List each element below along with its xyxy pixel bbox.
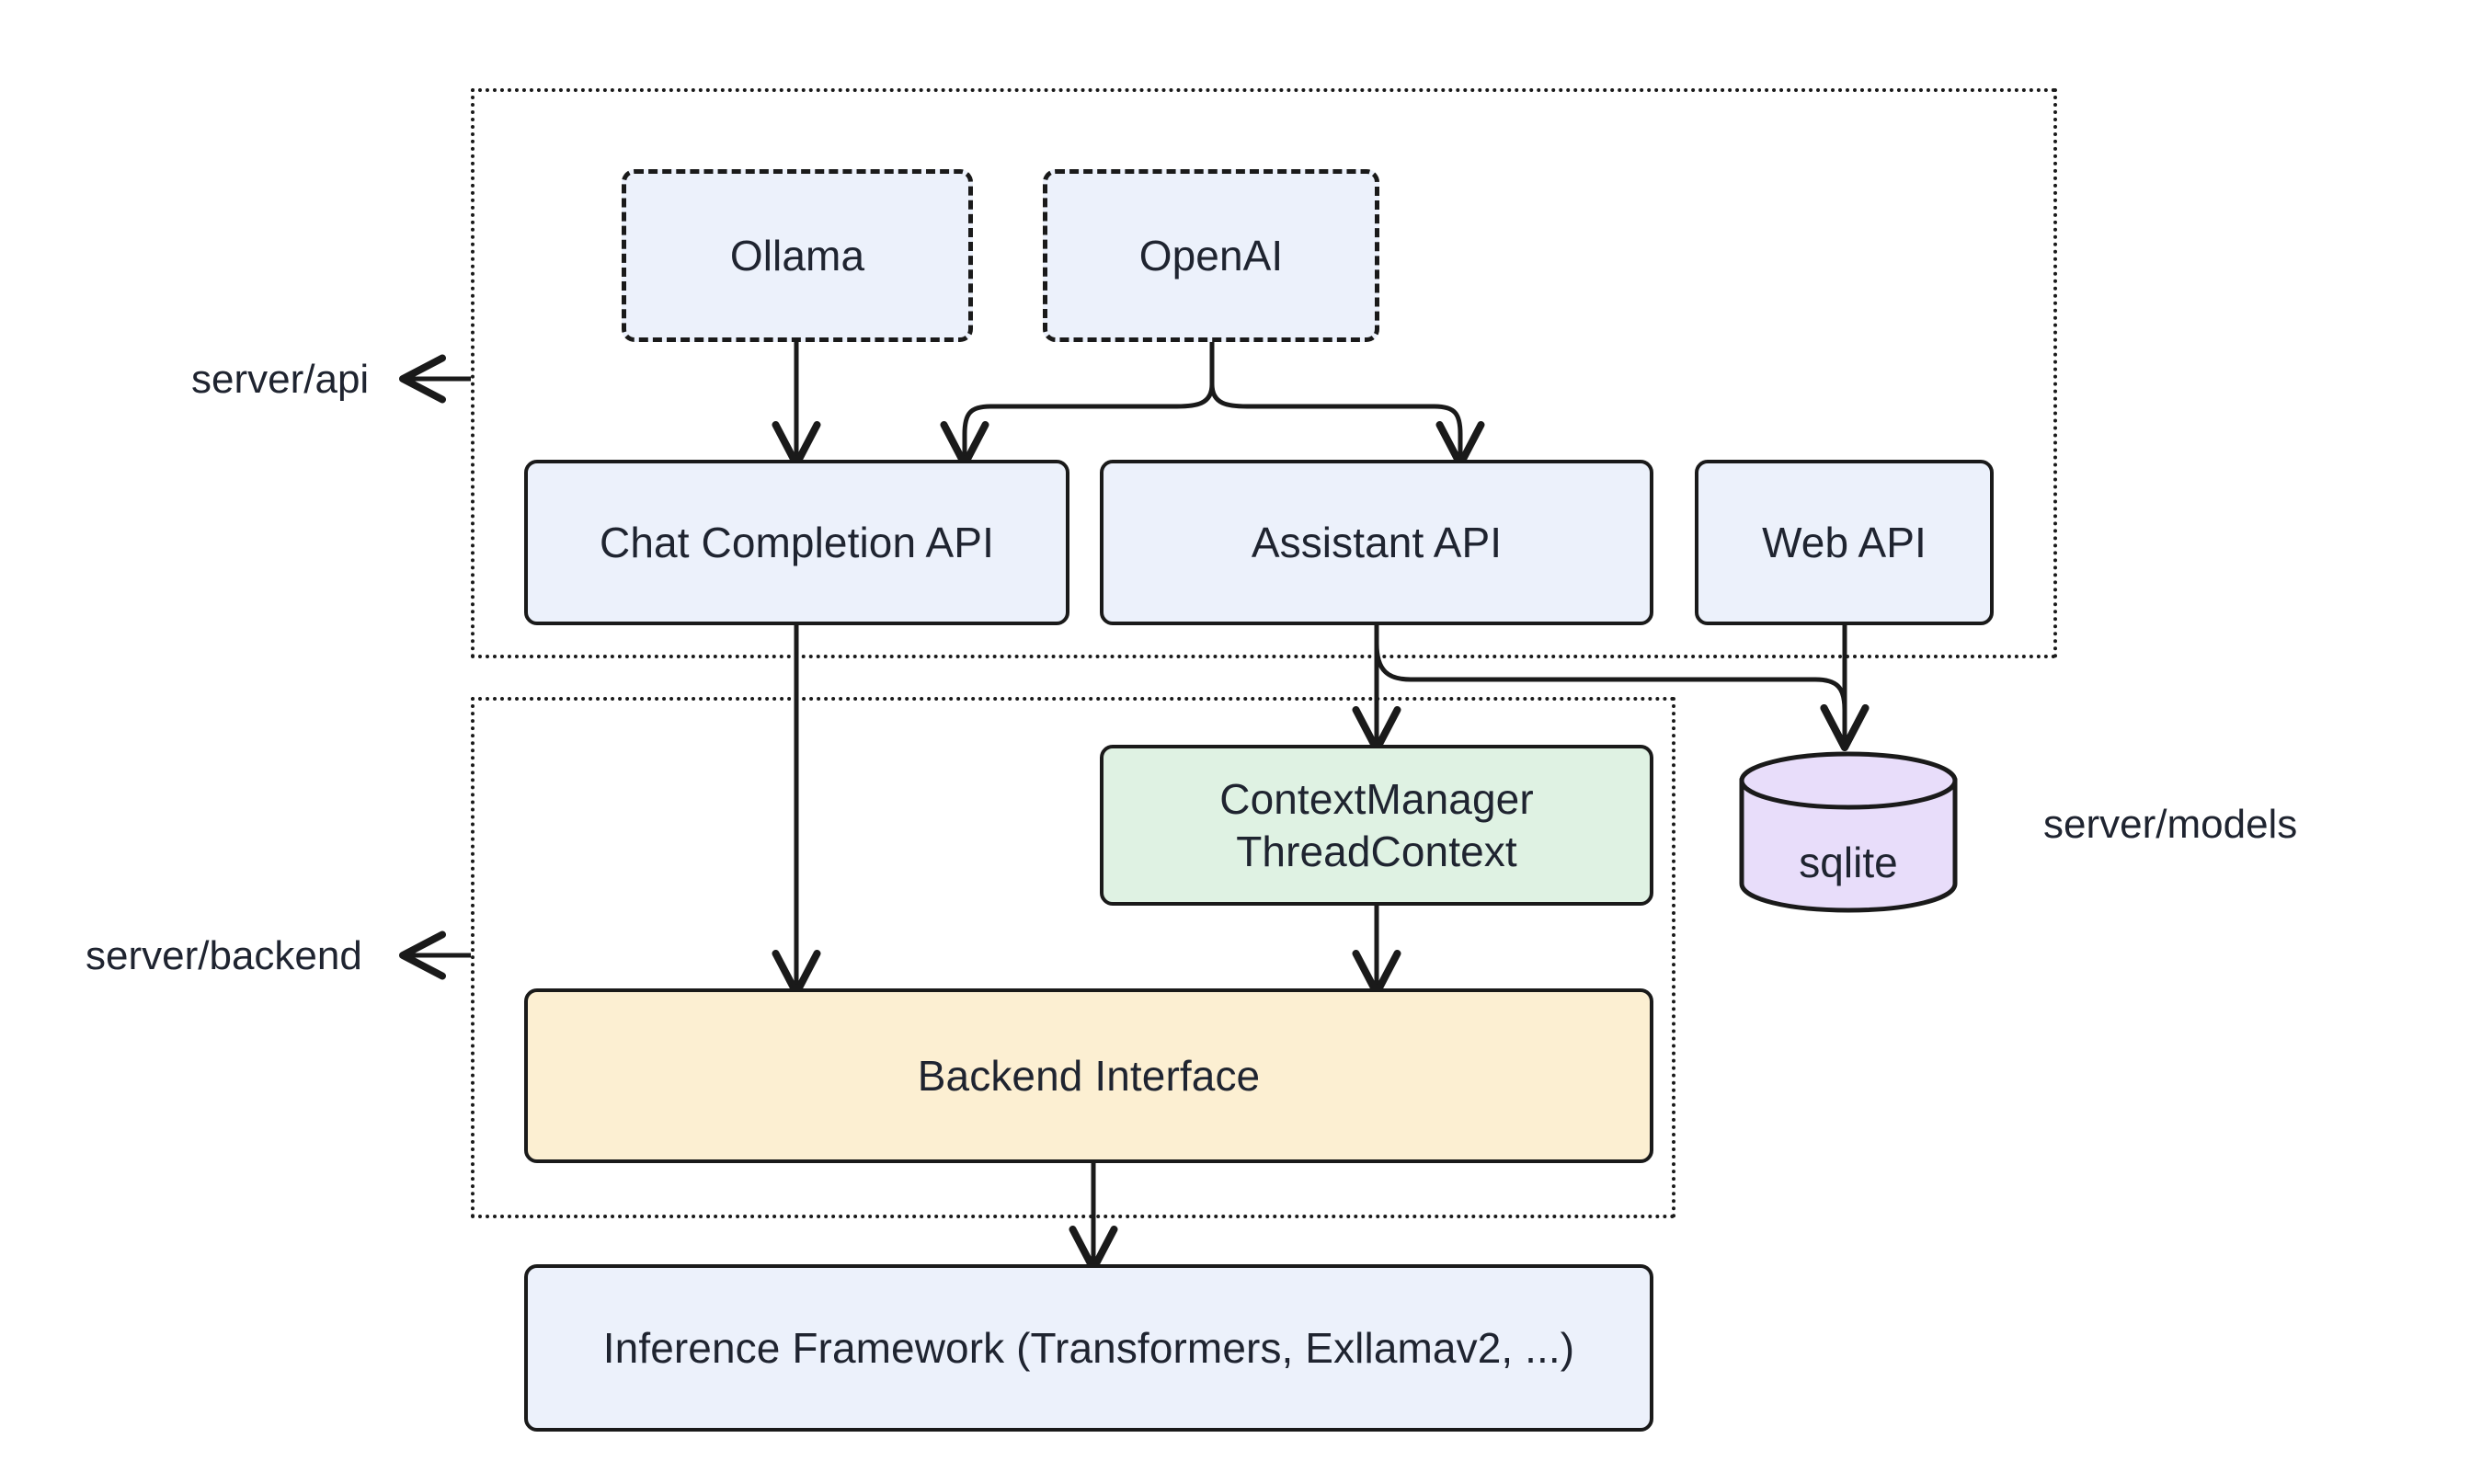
side-label-server-models: server/models (2043, 802, 2298, 847)
node-chat-completion-api[interactable]: Chat Completion API (524, 460, 1069, 625)
node-context-manager[interactable]: ContextManager ThreadContext (1100, 745, 1653, 906)
node-chat-completion-api-label: Chat Completion API (600, 518, 994, 566)
group-server-backend (471, 697, 1675, 1218)
node-context-manager-label-line-1: ContextManager (1219, 775, 1534, 824)
group-server-api (471, 88, 2057, 658)
node-assistant-api[interactable]: Assistant API (1100, 460, 1653, 625)
node-inference-framework[interactable]: Inference Framework (Transformers, Exlla… (524, 1264, 1653, 1432)
node-inference-framework-label: Inference Framework (Transformers, Exlla… (602, 1323, 1575, 1372)
group-label-server-backend: server/backend (86, 933, 362, 978)
node-context-manager-label-line-2: ThreadContext (1236, 827, 1517, 875)
node-assistant-api-label: Assistant API (1251, 518, 1503, 566)
node-ollama-label: Ollama (729, 231, 865, 280)
node-web-api-label: Web API (1762, 518, 1927, 566)
node-web-api[interactable]: Web API (1695, 460, 1994, 625)
node-ollama[interactable]: Ollama (622, 169, 973, 342)
node-sqlite[interactable]: sqlite (1736, 749, 1961, 915)
node-openai-label: OpenAI (1138, 231, 1284, 280)
group-label-server-api: server/api (191, 357, 370, 402)
node-sqlite-label: sqlite (1799, 839, 1898, 886)
node-backend-interface-label: Backend Interface (917, 1051, 1261, 1100)
node-backend-interface[interactable]: Backend Interface (524, 988, 1653, 1163)
node-openai[interactable]: OpenAI (1043, 169, 1379, 342)
